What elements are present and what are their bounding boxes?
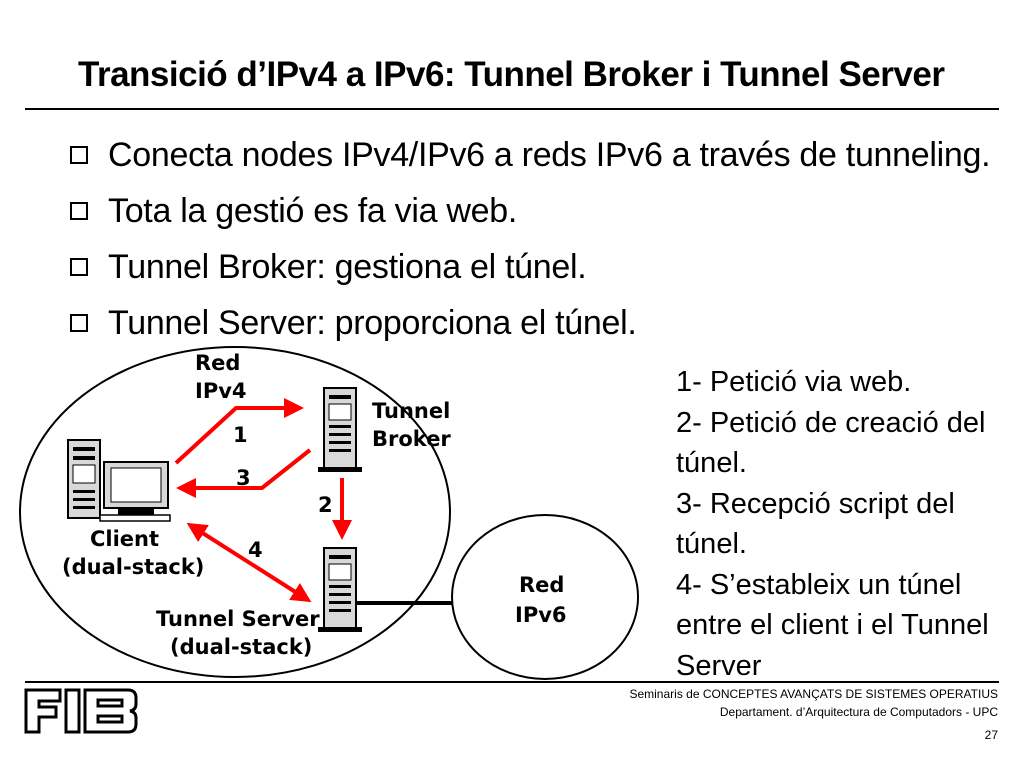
square-bullet-icon [70, 314, 88, 332]
step-line: túnel. [676, 528, 747, 560]
broker-label-line1: Tunnel [372, 399, 450, 423]
step-line: túnel. [676, 447, 747, 479]
step-line: 1- Petició via web. [676, 366, 912, 398]
arrow-label-2: 2 [318, 493, 333, 517]
square-bullet-icon [70, 146, 88, 164]
bullet-item: Tunnel Server: proporciona el túnel. [70, 299, 637, 347]
ipv4-network-ellipse [19, 346, 451, 678]
slide-title: Transició d’IPv4 a IPv6: Tunnel Broker i… [78, 55, 945, 94]
step-line: entre el client i el Tunnel [676, 609, 989, 641]
square-bullet-icon [70, 258, 88, 276]
steps-list: 1- Petició via web. 2- Petició de creaci… [676, 362, 1006, 686]
square-bullet-icon [70, 202, 88, 220]
title-divider [25, 108, 999, 110]
step-line: 3- Recepció script del [676, 487, 955, 520]
ipv6-label-line1: Red [519, 573, 564, 597]
ipv4-label-line1: Red [195, 351, 240, 375]
fib-logo [24, 688, 138, 734]
arrow-4-tunnel [186, 522, 312, 603]
ipv6-label-line2: IPv6 [515, 603, 567, 627]
page-number: 27 [984, 728, 998, 742]
bullet-item: Tota la gestió es fa via web. [70, 187, 517, 235]
server-label-line1: Tunnel Server [156, 607, 320, 631]
client-label-line1: Client [90, 527, 159, 551]
arrow-3-script [176, 448, 312, 498]
step-line: Server [676, 649, 762, 682]
bullet-text: Tunnel Broker: gestiona el túnel. [108, 247, 587, 286]
bullet-item: Conecta nodes IPv4/IPv6 a reds IPv6 a tr… [70, 131, 991, 179]
arrow-label-1: 1 [233, 423, 248, 447]
arrow-1-request [174, 398, 304, 465]
client-label-line2: (dual-stack) [62, 555, 204, 579]
footer-course: Seminaris de CONCEPTES AVANÇATS DE SISTE… [629, 687, 998, 701]
tunnel-server-icon [318, 547, 362, 632]
server-label-line2: (dual-stack) [170, 635, 312, 659]
arrow-label-4: 4 [248, 538, 263, 562]
bullet-item: Tunnel Broker: gestiona el túnel. [70, 243, 587, 291]
footer-department: Departament. d’Arquitectura de Computado… [719, 705, 998, 719]
step-line: 4- S’estableix un túnel [676, 568, 962, 601]
ipv6-network-ellipse [451, 514, 639, 680]
footer-divider [25, 681, 999, 683]
client-computer-icon [67, 439, 171, 522]
bullet-text: Tunnel Server: proporciona el túnel. [108, 303, 637, 342]
bullet-text: Conecta nodes IPv4/IPv6 a reds IPv6 a tr… [108, 135, 991, 174]
broker-label-line2: Broker [372, 427, 451, 451]
arrow-label-3: 3 [236, 466, 251, 490]
tunnel-broker-server-icon [318, 387, 362, 472]
ipv4-label-line2: IPv4 [195, 379, 247, 403]
step-line: 2- Petició de creació del [676, 406, 986, 439]
bullet-text: Tota la gestió es fa via web. [108, 191, 517, 230]
